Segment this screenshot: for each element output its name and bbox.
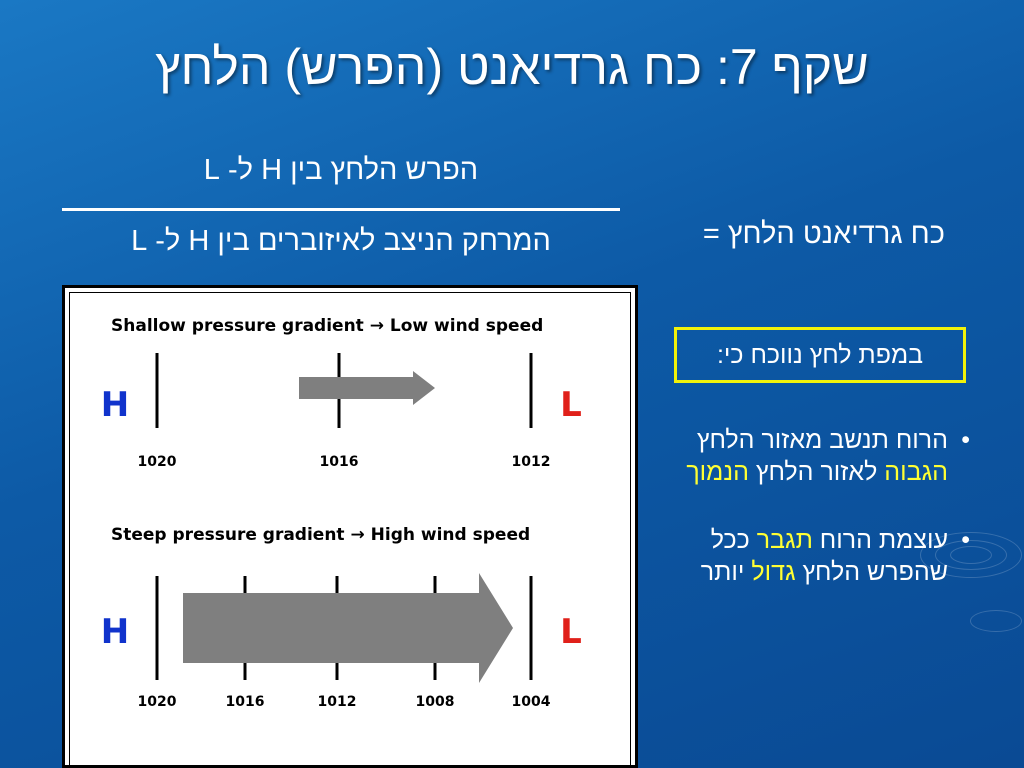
diagram-frame bbox=[69, 292, 631, 765]
formula-lhs: כח גרדיאנט הלחץ = bbox=[702, 218, 945, 250]
isobar-value: 1016 bbox=[320, 454, 359, 470]
isobar-value: 1020 bbox=[138, 694, 177, 710]
isobar-value: 1012 bbox=[318, 694, 357, 710]
isobar-value: 1016 bbox=[226, 694, 265, 710]
diagram-svg: Shallow pressure gradient → Low wind spe… bbox=[101, 316, 582, 710]
wind-arrow-icon bbox=[183, 573, 513, 683]
caption-wind-speed: Low wind speed bbox=[390, 316, 543, 336]
caption-gradient: Shallow pressure gradient bbox=[111, 316, 364, 336]
low-pressure-label: L bbox=[560, 385, 582, 425]
bullet-dot-icon: • bbox=[961, 426, 970, 454]
bullet-wind-strength: • עוצמת הרוח תגבר ככל שהפרש הלחץ גדול יו… bbox=[640, 524, 974, 588]
wind-arrow-icon bbox=[299, 371, 435, 405]
pressure-gradient-diagram: Shallow pressure gradient → Low wind spe… bbox=[62, 285, 638, 768]
high-pressure-label: H bbox=[101, 385, 129, 425]
arrow-right-icon: → bbox=[364, 316, 390, 336]
panel-caption: Steep pressure gradient → High wind spee… bbox=[111, 525, 530, 545]
bullet-dot-icon: • bbox=[961, 526, 970, 554]
caption-gradient: Steep pressure gradient bbox=[111, 525, 345, 545]
arrow-right-icon: → bbox=[345, 525, 371, 545]
isobar-value: 1008 bbox=[416, 694, 455, 710]
isobar-value: 1012 bbox=[512, 454, 551, 470]
isobar-value: 1020 bbox=[138, 454, 177, 470]
low-pressure-label: L bbox=[560, 612, 582, 652]
high-pressure-label: H bbox=[101, 612, 129, 652]
notice-label: במפת לחץ נווכח כי: bbox=[716, 340, 924, 369]
bullet-wind-direction: • הרוח תנשב מאזור הלחץ הגבוה לאזור הלחץ … bbox=[640, 424, 974, 488]
slide-title: שקף 7: כח גרדיאנט (הפרש) הלחץ bbox=[155, 39, 869, 95]
notice-box: במפת לחץ נווכח כי: bbox=[674, 327, 966, 383]
fraction-line bbox=[62, 208, 620, 211]
caption-wind-speed: High wind speed bbox=[371, 525, 530, 545]
formula-denominator: המרחק הניצב לאיזוברים בין H ל- L bbox=[131, 225, 551, 257]
bullet-text: עוצמת הרוח תגבר ככל שהפרש הלחץ גדול יותר bbox=[700, 526, 948, 586]
panel-caption: Shallow pressure gradient → Low wind spe… bbox=[111, 316, 543, 336]
formula-numerator: הפרש הלחץ בין H ל- L bbox=[203, 154, 479, 186]
bullet-list: • הרוח תנשב מאזור הלחץ הגבוה לאזור הלחץ … bbox=[640, 424, 974, 624]
bullet-text: הרוח תנשב מאזור הלחץ הגבוה לאזור הלחץ הנ… bbox=[686, 426, 948, 486]
isobar-value: 1004 bbox=[512, 694, 551, 710]
